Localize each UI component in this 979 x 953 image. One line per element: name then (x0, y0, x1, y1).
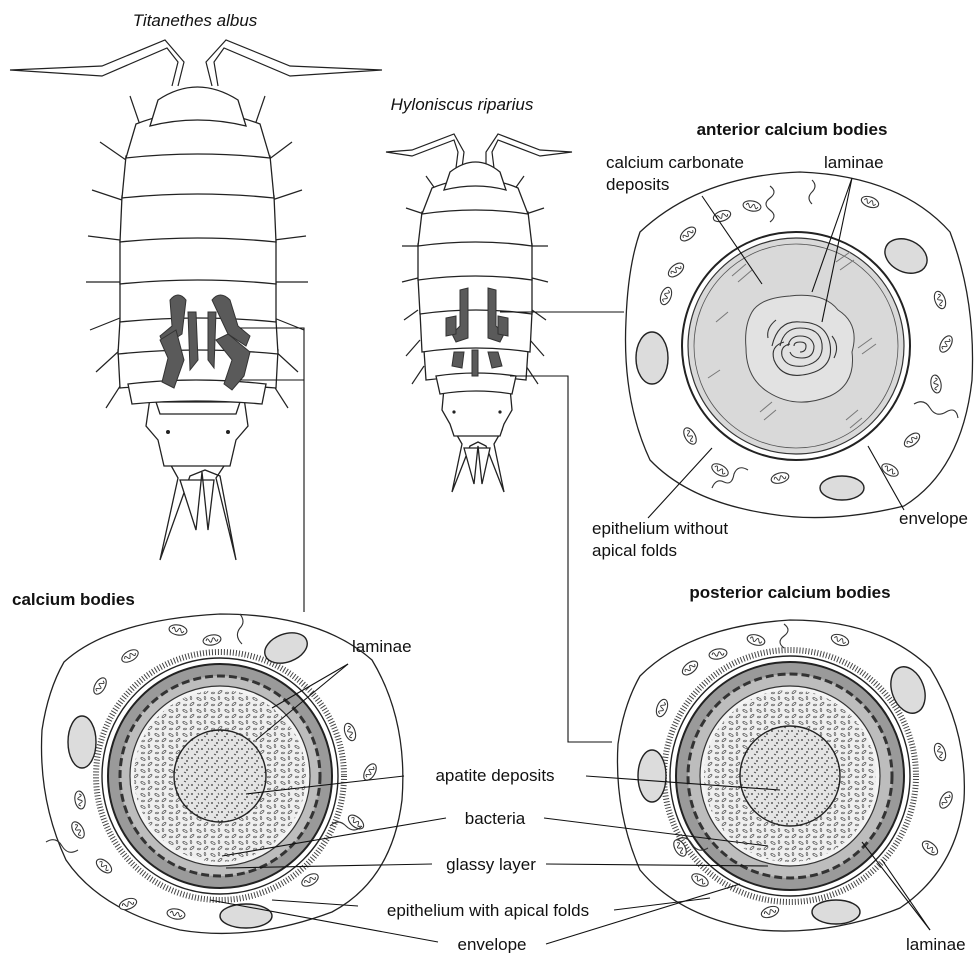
label-epithelium-without: epithelium without (592, 519, 728, 538)
label-envelope-top: envelope (899, 509, 968, 528)
label-envelope-bottom: envelope (457, 935, 526, 953)
label-laminae-bottom: laminae (906, 935, 966, 953)
label-glassy-layer: glassy layer (446, 855, 536, 874)
anterior-calcium-body-section (626, 172, 973, 518)
titanethes-isopod-drawing (10, 40, 382, 560)
hyloniscus-isopod-drawing (386, 134, 572, 492)
posterior-calcium-body-section (617, 620, 964, 931)
species-label-hyloniscus: Hyloniscus riparius (391, 95, 534, 114)
heading-posterior-calcium-bodies: posterior calcium bodies (689, 583, 890, 602)
heading-calcium-bodies: calcium bodies (12, 590, 135, 609)
label-bacteria: bacteria (465, 809, 526, 828)
label-apatite-deposits: apatite deposits (435, 766, 554, 785)
label-deposits: deposits (606, 175, 669, 194)
species-label-titanethes: Titanethes albus (133, 11, 258, 30)
label-calcium-carbonate: calcium carbonate (606, 153, 744, 172)
heading-anterior-calcium-bodies: anterior calcium bodies (697, 120, 888, 139)
label-laminae-top: laminae (824, 153, 884, 172)
label-laminae-left: laminae (352, 637, 412, 656)
label-apical-folds: apical folds (592, 541, 677, 560)
label-epithelium-with-apical-folds: epithelium with apical folds (387, 901, 589, 920)
calcium-body-section (42, 614, 403, 933)
